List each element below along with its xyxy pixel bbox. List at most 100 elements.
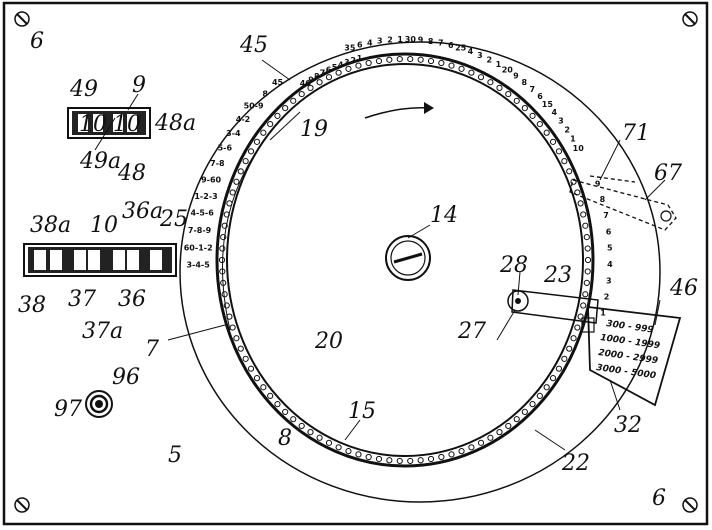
table-row: 300 - 999 <box>606 319 655 336</box>
scale-label: 3 <box>477 51 483 60</box>
ref-label: 6 <box>652 486 666 511</box>
scale-label: 9-60 <box>201 175 221 184</box>
ref-label: 97 <box>54 397 82 422</box>
scale-label: 9 <box>308 75 314 84</box>
scale-label: 2 <box>387 36 393 45</box>
scale-label: 30 <box>405 35 417 44</box>
perforation-hole <box>477 439 485 446</box>
perforation-hole <box>487 79 494 86</box>
scale-label: 4 <box>468 47 474 56</box>
scale-label: 45 <box>272 78 284 87</box>
rotation-arrow-icon <box>364 102 434 119</box>
scale-label: 4-2 <box>236 115 250 124</box>
perforation-hole <box>584 256 592 264</box>
perforation-hole <box>307 84 314 91</box>
ref-label: 67 <box>654 161 682 186</box>
ref-label: 36a <box>122 199 163 224</box>
perforation-hole <box>219 245 226 252</box>
perforation-hole <box>458 65 465 72</box>
perforation-hole <box>375 57 383 65</box>
scale-label: 3 <box>377 37 383 46</box>
perforation-hole <box>555 148 563 155</box>
perforation-hole <box>496 84 503 91</box>
scale-label: 4 <box>367 38 373 47</box>
scale-label: 2 <box>350 56 356 65</box>
perforation-hole <box>407 457 414 465</box>
perforation-hole <box>242 355 249 362</box>
scale-label: 4-5-6 <box>190 209 214 218</box>
ref-label: 10 <box>90 213 118 238</box>
perforation-hole <box>386 56 393 63</box>
perforation-hole <box>580 211 587 218</box>
perforation-hole <box>345 65 352 72</box>
scale-label: 8 <box>600 195 606 204</box>
perforation-hole <box>521 408 528 416</box>
perforation-hole <box>561 355 568 362</box>
perforation-hole <box>570 335 577 342</box>
scale-label: 3-4-5 <box>186 261 210 270</box>
perforation-hole <box>513 97 520 104</box>
ref-label: 48a <box>154 111 196 136</box>
scale-label: 60-1-2 <box>184 243 213 252</box>
ref-label: 23 <box>543 263 572 288</box>
ref-label: 46 <box>669 276 698 301</box>
scale-label: 2 <box>486 55 492 64</box>
scale-label: 7-8 <box>210 159 225 168</box>
scale-label: 7 <box>530 85 536 94</box>
scale-label: 6 <box>537 92 543 101</box>
perforation-hole <box>260 129 267 136</box>
center-knob-icon <box>385 235 431 281</box>
scale-label: 35 <box>344 43 356 52</box>
ref-label: 96 <box>112 365 140 390</box>
perforation-hole <box>345 448 352 455</box>
perforation-hole <box>448 62 455 69</box>
ref-label: 49 <box>69 77 98 102</box>
scale-label: 4 <box>552 108 558 117</box>
counter-top: 1 0 1 0 <box>67 107 151 139</box>
scale-label: 15 <box>542 100 554 109</box>
ref-label: 38 <box>18 293 46 318</box>
scale-label: 8 <box>428 37 434 46</box>
ref-label: 38a <box>30 213 71 238</box>
perforation-hole <box>247 365 255 372</box>
perforation-hole <box>584 245 591 252</box>
scale-label: 7-8-9 <box>188 226 212 235</box>
pawl-lever-dashed <box>569 175 677 231</box>
perforation-hole <box>536 392 543 400</box>
disk-edge-arc <box>222 109 291 331</box>
perforation-hole <box>582 291 589 298</box>
ref-label: 19 <box>300 117 328 142</box>
counter-digit: 1 <box>79 112 93 137</box>
scale-label: 1-2-3 <box>194 192 217 201</box>
corner-screw-icon <box>682 497 698 513</box>
ref-label: 14 <box>430 203 458 228</box>
perforation-hole <box>325 439 333 446</box>
ref-label: 7 <box>145 337 159 362</box>
ref-label: 45 <box>239 33 268 58</box>
counter-digit: 0 <box>127 112 141 137</box>
perforation-hole <box>505 90 512 98</box>
ref-label: 32 <box>614 413 642 438</box>
perforation-hole <box>325 74 333 81</box>
scale-label: 3 <box>606 276 612 285</box>
counter-digit: 0 <box>93 112 107 137</box>
perforation-hole <box>221 291 228 298</box>
scale-label: 4 <box>607 260 613 269</box>
perforation-hole <box>574 324 581 331</box>
perforation-hole <box>298 422 305 430</box>
perforation-hole <box>448 451 455 458</box>
scale-label: 2 <box>564 125 570 134</box>
perforation-hole <box>536 120 543 128</box>
scale-label: 8 <box>314 72 320 81</box>
perforation-hole <box>386 457 393 464</box>
perforation-hole <box>237 345 244 352</box>
ref-label: 6 <box>30 29 44 54</box>
perforation-hole <box>555 365 563 372</box>
scale-label: 6 <box>357 41 363 50</box>
scale-label: 20 <box>502 66 514 75</box>
perforation-ring <box>218 55 592 465</box>
perforation-hole <box>529 112 536 119</box>
perforation-hole <box>267 120 274 128</box>
adjustment-knob-icon <box>85 390 113 418</box>
